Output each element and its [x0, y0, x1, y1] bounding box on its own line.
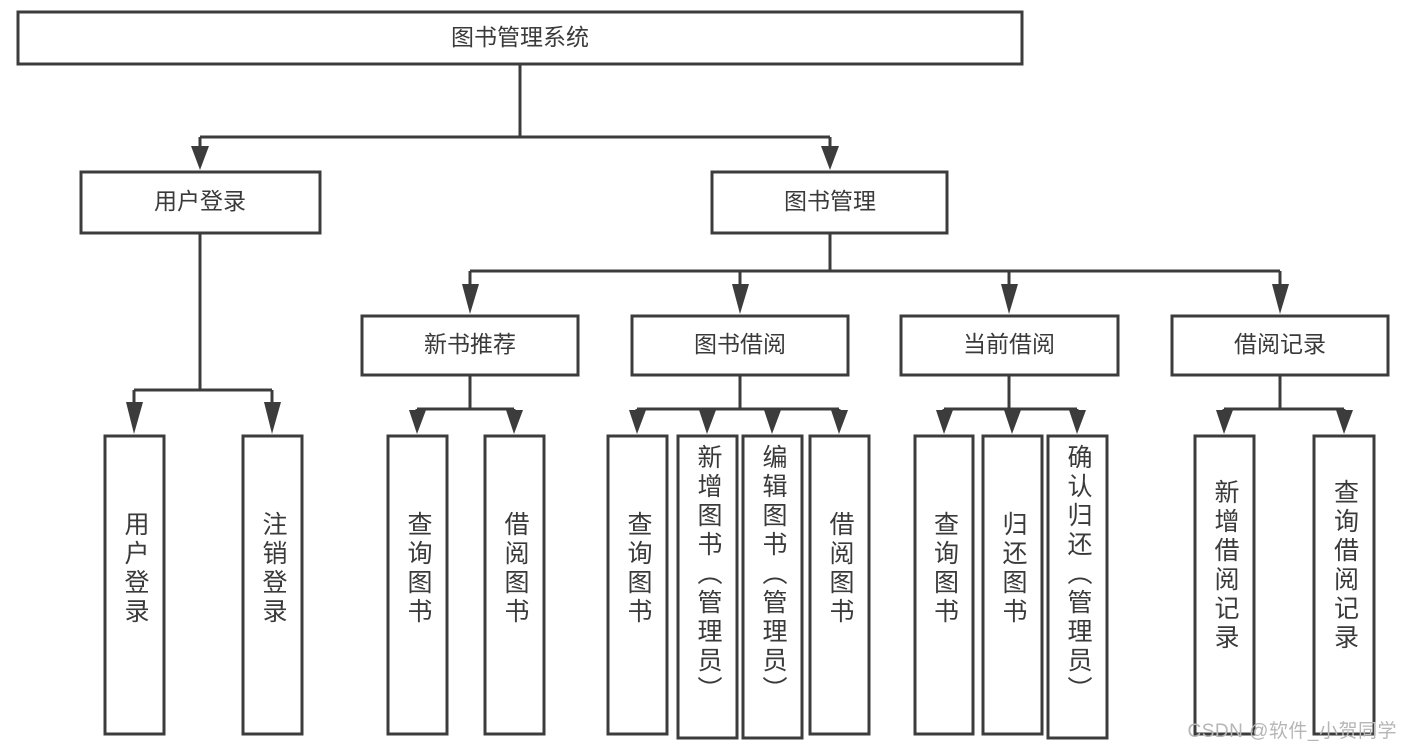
arrow-head-user-login	[191, 146, 209, 170]
arrow-head-leaf-add-borrow-record	[1216, 410, 1233, 434]
arrow-head-borrow-record	[1272, 284, 1289, 314]
arrow-head-leaf-return-book	[1004, 410, 1021, 434]
arrow-head-book-manage	[821, 146, 839, 170]
node-label-new-book-recommend: 新书推荐	[424, 331, 516, 357]
node-box-book-manage[interactable]	[710, 170, 949, 235]
node-box-leaf-add-borrow-record[interactable]	[1193, 434, 1256, 736]
arrow-head-leaf-add-book-admin	[699, 410, 716, 434]
node-label-root: 图书管理系统	[451, 24, 589, 50]
connector-group-book-manage	[462, 233, 1289, 314]
arrow-head-leaf-user-logout	[264, 402, 281, 434]
arrow-head-current-borrow	[1001, 284, 1018, 314]
node-box-leaf-user-login[interactable]	[103, 434, 166, 736]
arrow-head-leaf-edit-book-admin	[764, 410, 781, 434]
watermark-text: CSDN @软件_小贺同学	[1187, 721, 1397, 742]
node-box-current-borrow[interactable]	[899, 314, 1120, 377]
node-box-leaf-return-book[interactable]	[981, 434, 1044, 736]
node-box-leaf-borrow-book-brw[interactable]	[808, 434, 871, 736]
node-box-book-borrow[interactable]	[630, 314, 850, 377]
node-box-leaf-confirm-return-admin[interactable]	[1046, 434, 1109, 740]
node-label-borrow-record: 借阅记录	[1234, 331, 1326, 357]
arrow-head-new-book-recommend	[462, 284, 479, 314]
node-box-leaf-user-logout[interactable]	[241, 434, 304, 736]
node-label-current-borrow: 当前借阅	[963, 331, 1055, 357]
connector-group-book-borrow	[629, 375, 848, 434]
node-box-leaf-query-borrow-record[interactable]	[1312, 434, 1376, 736]
connector-group-root	[191, 64, 839, 170]
arrow-head-leaf-query-book-rec	[409, 410, 426, 434]
connector-group-borrow-record	[1216, 375, 1353, 434]
node-box-user-login[interactable]	[79, 170, 322, 235]
arrow-head-leaf-confirm-return-admin	[1069, 410, 1086, 434]
node-box-new-book-recommend[interactable]	[360, 314, 580, 377]
arrow-head-leaf-query-book-cur	[936, 410, 953, 434]
node-box-leaf-query-book-brw[interactable]	[606, 434, 669, 736]
arrow-head-book-borrow	[732, 284, 749, 314]
arrow-head-leaf-user-login	[126, 402, 143, 434]
node-label-book-borrow: 图书借阅	[694, 331, 786, 357]
node-box-root[interactable]	[16, 10, 1024, 66]
node-box-leaf-query-book-cur[interactable]	[913, 434, 975, 736]
arrow-head-leaf-borrow-book-rec	[506, 410, 523, 434]
connector-group-user-login	[126, 233, 281, 434]
arrow-head-leaf-query-book-brw	[629, 410, 646, 434]
arrow-head-leaf-query-borrow-record	[1336, 410, 1353, 434]
node-box-leaf-edit-book-admin[interactable]	[741, 434, 804, 740]
node-box-leaf-borrow-book-rec[interactable]	[483, 434, 546, 736]
connector-group-new-book-recommend	[409, 375, 523, 434]
node-label-book-manage: 图书管理	[784, 188, 876, 214]
connector-group-current-borrow	[936, 375, 1086, 434]
node-box-leaf-query-book-rec[interactable]	[386, 434, 449, 736]
node-box-leaf-add-book-admin[interactable]	[676, 434, 739, 740]
arrow-head-leaf-borrow-book-brw	[831, 410, 848, 434]
node-label-user-login: 用户登录	[154, 188, 246, 214]
node-box-borrow-record[interactable]	[1170, 314, 1390, 377]
